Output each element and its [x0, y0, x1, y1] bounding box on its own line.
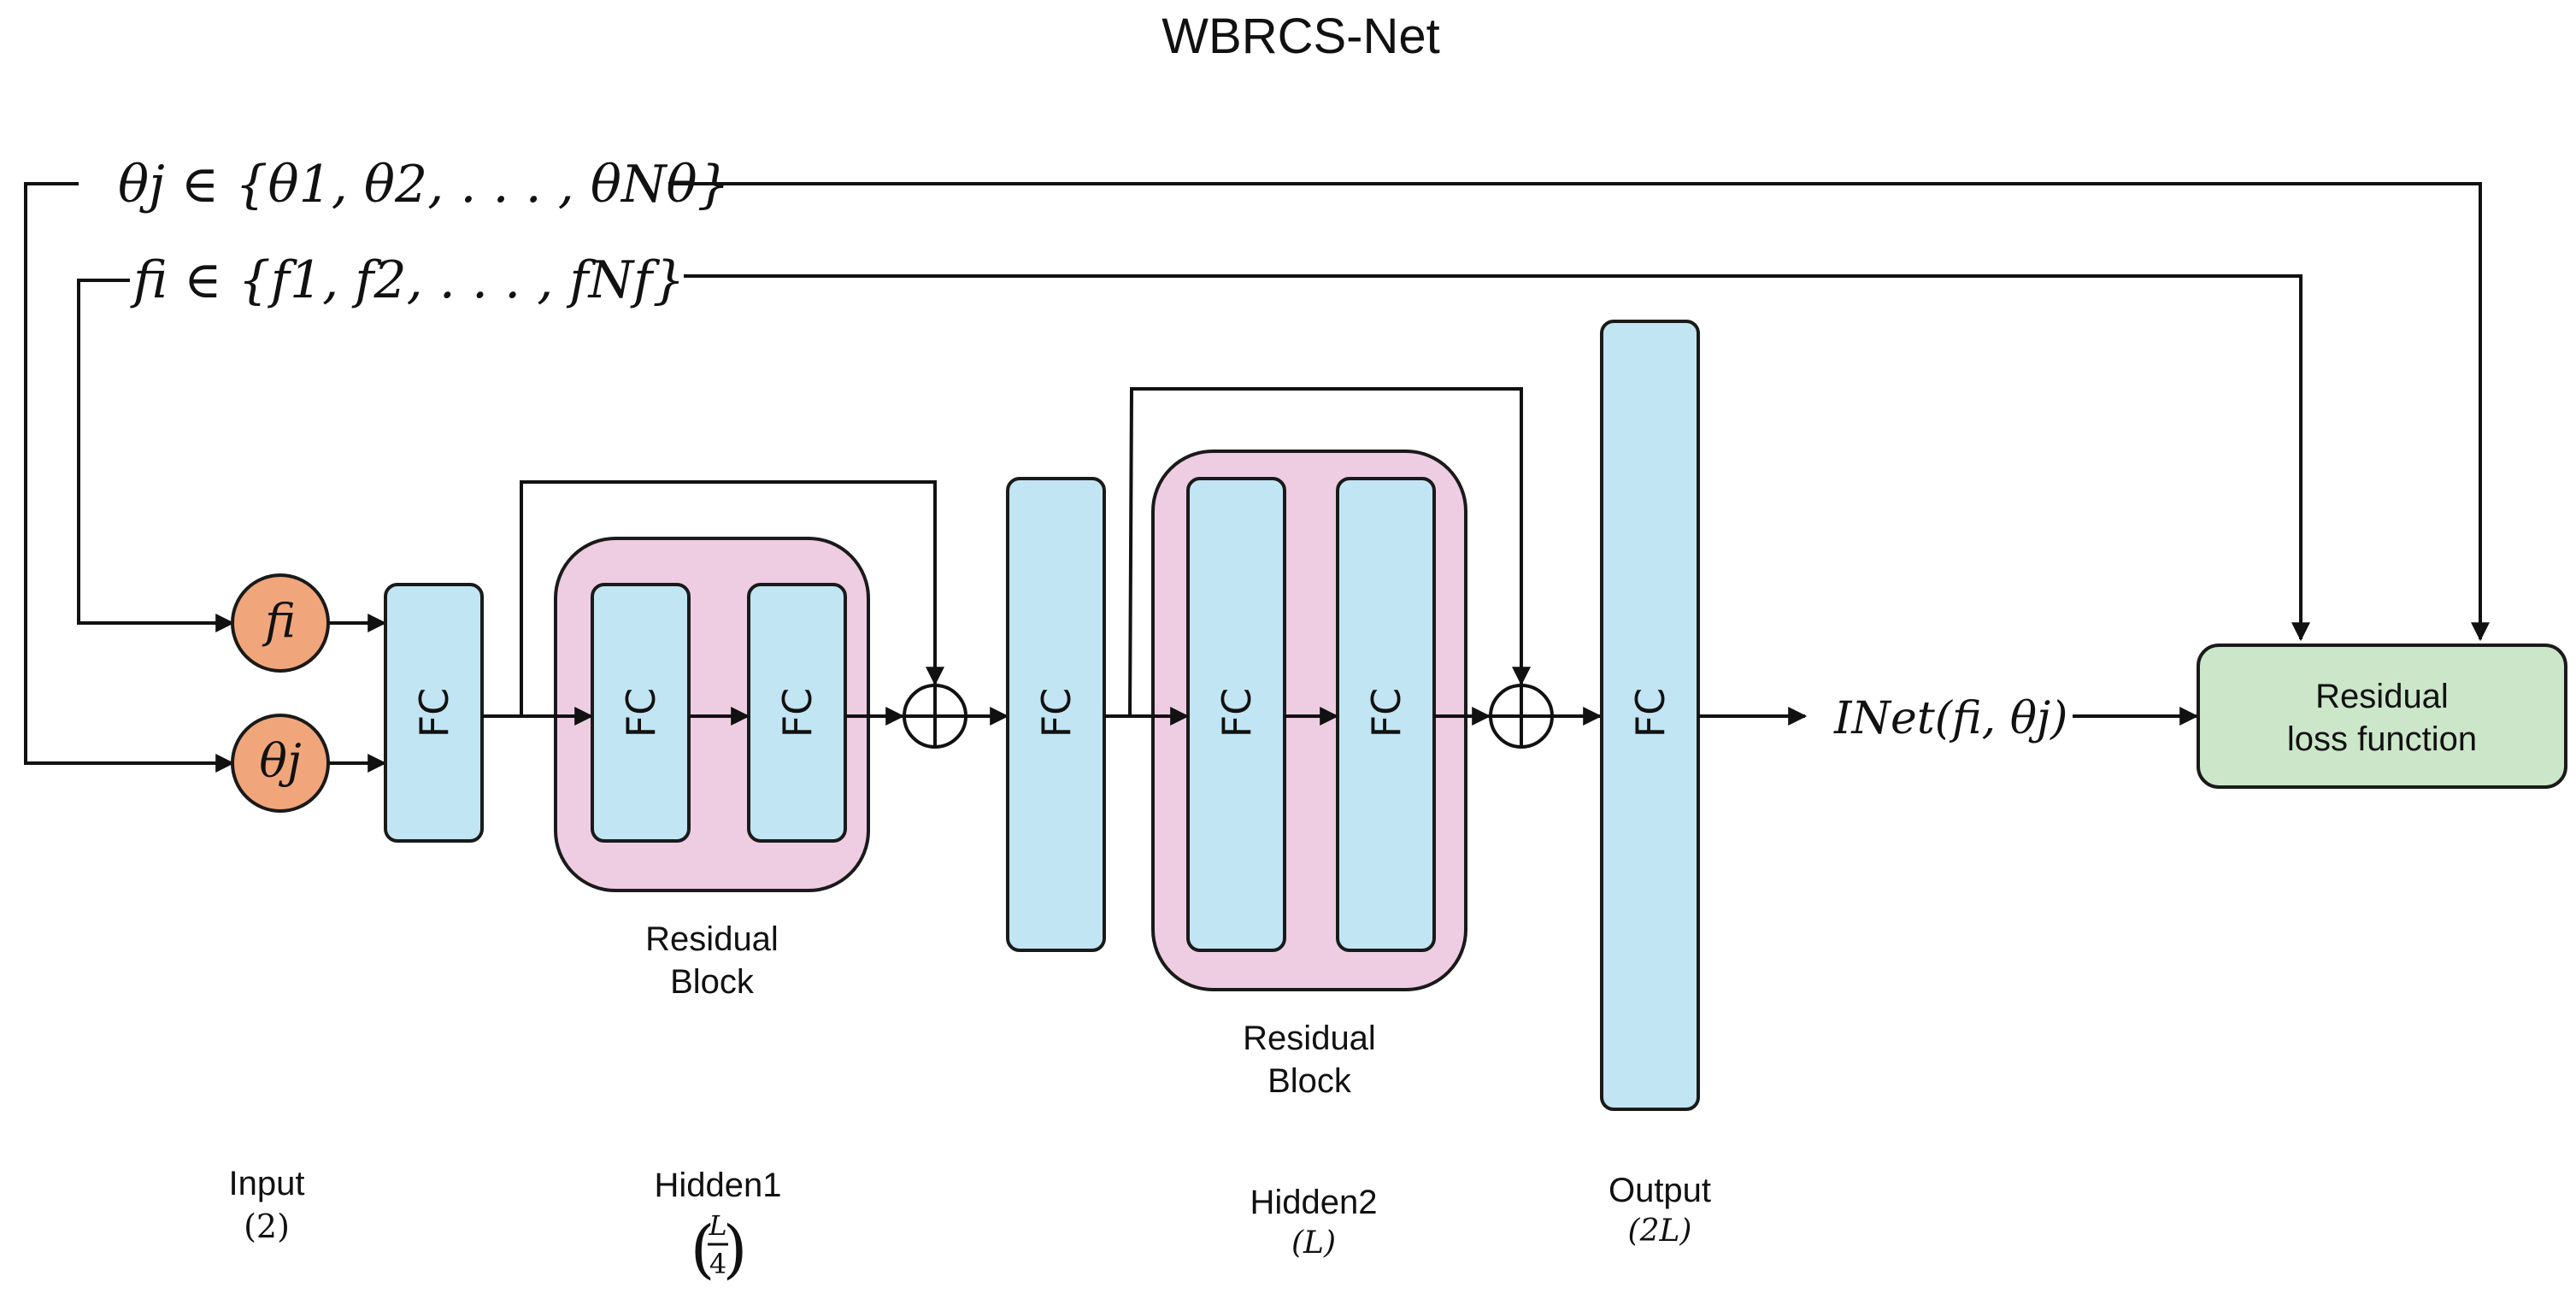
diagram-title: WBRCS-Net — [1162, 9, 1439, 64]
layer-hidden1-paren-left: ( — [691, 1213, 715, 1286]
fc-layer-input — [384, 583, 484, 843]
layer-hidden1-size-num: L — [708, 1209, 726, 1242]
fc-label: FC — [1363, 688, 1409, 738]
fc-label: FC — [618, 688, 664, 738]
layer-input-size: (2) — [244, 1208, 290, 1245]
fc-label: FC — [774, 688, 820, 738]
layer-input-label: Input — [229, 1165, 305, 1202]
fc-label: FC — [1627, 688, 1673, 738]
residual-block-1-caption-line2: Block — [670, 963, 755, 1001]
output-expression: INet(fi, θj) — [1833, 693, 2067, 744]
loss-label-line1: Residual — [2315, 678, 2449, 715]
theta-wire-left — [24, 182, 235, 773]
fc-label: FC — [1033, 688, 1079, 738]
f-wire-left — [77, 279, 235, 632]
input-node-theta-label: θj — [259, 734, 301, 788]
layer-hidden1-label: Hidden1 — [654, 1167, 781, 1204]
fc-label: FC — [411, 688, 457, 738]
layer-hidden1-paren-right: ) — [723, 1213, 748, 1286]
skip-connection-2 — [1128, 387, 1531, 717]
residual-block-2-caption-line2: Block — [1267, 1062, 1352, 1100]
layer-hidden2-label: Hidden2 — [1250, 1184, 1377, 1221]
f-set-expression: fi ∈ {f1, f2, . . . , fNf} — [130, 250, 685, 310]
residual-loss-box — [2197, 644, 2567, 789]
residual-block-2-caption-line1: Residual — [1243, 1020, 1376, 1057]
skip-connection-1 — [520, 480, 944, 716]
output-expression-text: INet(fi, θj) — [1833, 693, 2067, 744]
theta-set-expression: θj ∈ {θ1, θ2, . . . , θNθ} — [118, 155, 730, 215]
fc-label: FC — [1214, 688, 1260, 738]
layer-output-size: (2L) — [1628, 1214, 1692, 1249]
layer-hidden1-size-den: 4 — [709, 1248, 726, 1280]
f-wire-right — [684, 274, 2310, 642]
residual-block-1-caption-line1: Residual — [645, 920, 779, 958]
loss-label-line2: loss function — [2287, 720, 2477, 758]
layer-output-label: Output — [1609, 1172, 1711, 1209]
theta-wire-right — [668, 182, 2490, 642]
layer-hidden2-size: (L) — [1291, 1226, 1336, 1261]
input-node-f-label: fi — [262, 594, 296, 648]
